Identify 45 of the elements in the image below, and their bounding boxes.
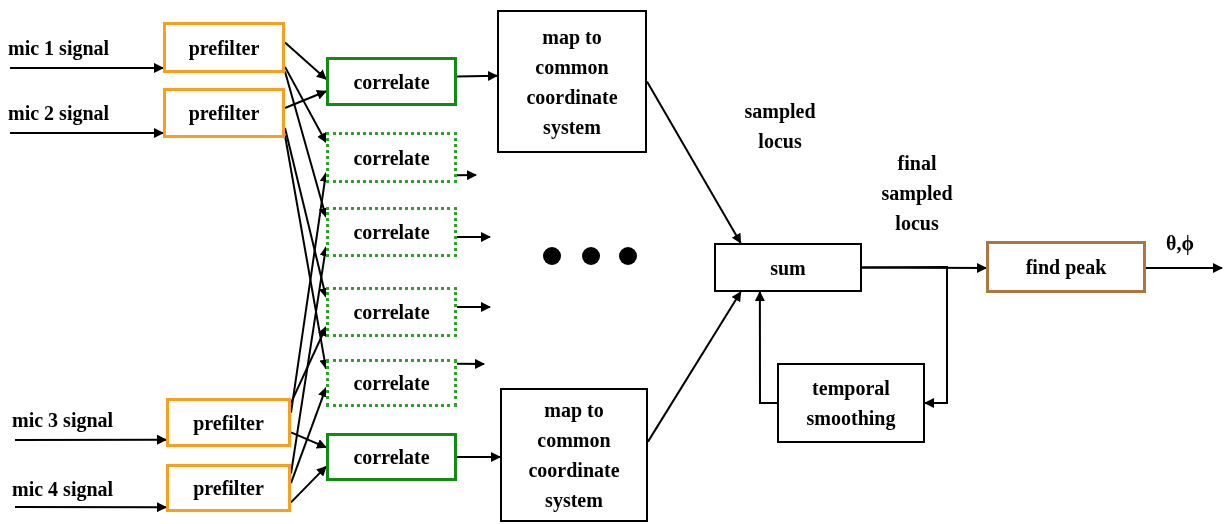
- flow-label: final sampled locus: [880, 151, 954, 236]
- correlate-box: correlate: [326, 287, 457, 337]
- arrow: [456, 70, 498, 81]
- arrow: [646, 80, 742, 244]
- arrow: [1145, 263, 1223, 273]
- flow-label: sampled locus: [743, 99, 817, 154]
- arrow: [290, 326, 327, 404]
- arrow: [456, 232, 491, 242]
- arrow: [290, 386, 328, 485]
- arrow: [456, 452, 501, 462]
- arrow: [861, 263, 987, 273]
- prefilter-box: prefilter: [163, 22, 285, 73]
- correlate-box: correlate: [326, 433, 457, 481]
- prefilter-box: prefilter: [166, 464, 291, 512]
- arrow: [754, 291, 778, 404]
- edge-label: θ,ϕ: [1166, 231, 1194, 257]
- arrow: [284, 41, 327, 81]
- edge-label: mic 3 signal: [12, 408, 114, 434]
- arrow: [456, 302, 491, 312]
- correlate-box: correlate: [326, 359, 457, 407]
- process-box: sum: [714, 243, 862, 292]
- arrow: [290, 431, 327, 449]
- arrow: [456, 358, 485, 369]
- correlate-box: correlate: [326, 132, 457, 183]
- arrow: [284, 90, 327, 109]
- arrow: [456, 170, 477, 181]
- prefilter-box: prefilter: [163, 88, 285, 138]
- arrow: [290, 465, 327, 504]
- edge-label: mic 4 signal: [12, 477, 114, 503]
- edge-label: mic 2 signal: [8, 101, 110, 127]
- arrow: [14, 502, 167, 513]
- arrow: [647, 291, 742, 443]
- process-box: temporal smoothing: [777, 363, 925, 443]
- process-box: map to common coordinate system: [500, 388, 648, 522]
- edge-label: mic 1 signal: [8, 36, 110, 62]
- correlate-box: correlate: [326, 57, 457, 106]
- arrow: [14, 434, 167, 445]
- arrow: [9, 62, 164, 73]
- arrow: [861, 266, 948, 408]
- arrow: [9, 128, 164, 138]
- process-box: find peak: [986, 241, 1146, 293]
- process-box: map to common coordinate system: [497, 10, 647, 153]
- correlate-box: correlate: [326, 207, 457, 257]
- arrow: [284, 65, 327, 144]
- prefilter-box: prefilter: [166, 398, 291, 447]
